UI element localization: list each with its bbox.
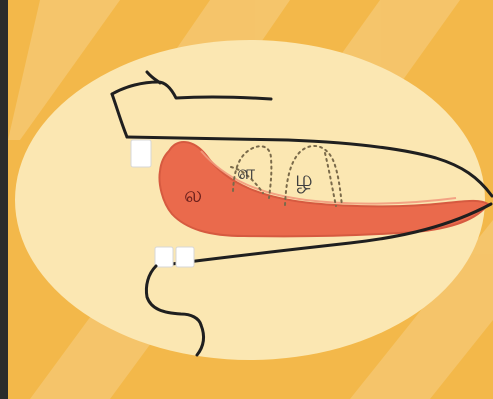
- lower-tooth-2: [176, 247, 194, 267]
- upper-tooth: [131, 140, 151, 167]
- mid-tongue-letter: ள: [237, 160, 255, 184]
- back-tongue-letter: ழ: [295, 167, 313, 193]
- lower-tooth-1: [155, 247, 173, 267]
- tongue-tip-letter: ல: [184, 183, 202, 208]
- left-border: [0, 0, 8, 399]
